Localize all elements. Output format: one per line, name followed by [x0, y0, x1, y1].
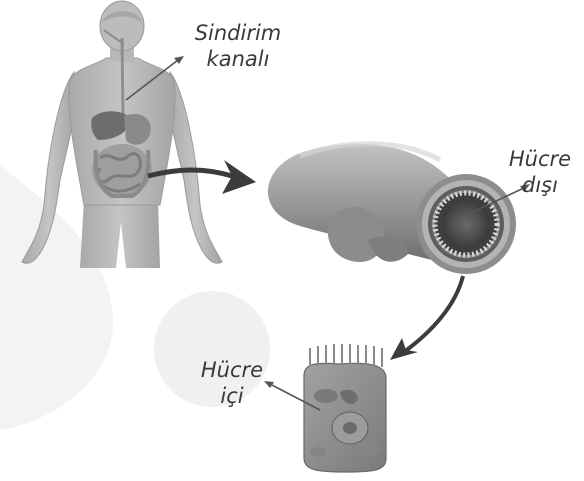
label-intracellular: Hücre içi	[192, 357, 272, 409]
label-extracellular: Hücre dışı	[500, 146, 580, 198]
label-intracellular-line-1: Hücre	[192, 357, 272, 383]
label-digestive-canal: Sindirim kanalı	[186, 20, 290, 72]
label-digestive-canal-line-1: Sindirim	[186, 20, 290, 46]
label-extracellular-line-2: dışı	[500, 172, 580, 198]
arrow-intestine-to-cell	[390, 276, 463, 360]
label-digestive-canal-line-2: kanalı	[186, 46, 290, 72]
label-intracellular-line-2: içi	[192, 383, 272, 409]
label-extracellular-line-1: Hücre	[500, 146, 580, 172]
